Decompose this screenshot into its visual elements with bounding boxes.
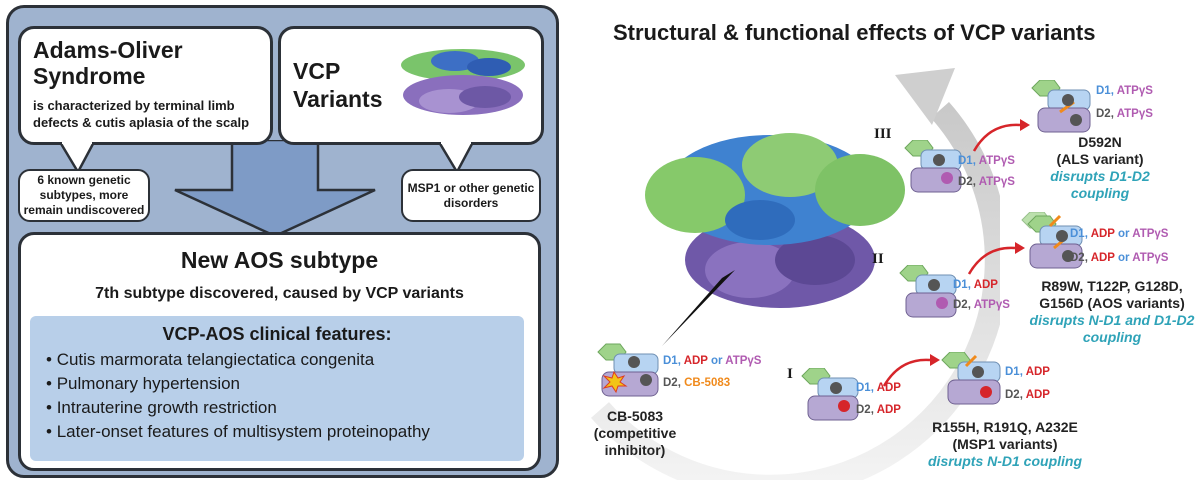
aos-callout-tail: [58, 142, 96, 175]
stage-ii-d2-label: D2, ATPγS: [953, 299, 1010, 311]
aos-title: Adams-Oliver Syndrome: [33, 37, 183, 89]
new-subtype-description: 7th subtype discovered, caused by VCP va…: [95, 285, 464, 302]
msp1-d1-label: D1, ADP: [1005, 366, 1050, 378]
msp1-d2-label: D2, ADP: [1005, 389, 1050, 401]
msp1-variants-effect: disrupts N-D1 coupling: [928, 453, 1082, 469]
aos-variants-d2-label: D2, ADP or ATPγS: [1070, 252, 1169, 264]
red-arrow-iii-icon: [972, 119, 1030, 152]
vcp-cartoon-stage-i: [801, 368, 859, 421]
feature-item: • Cutis marmorata telangiectatica congen…: [46, 350, 375, 369]
features-box: VCP-AOS clinical features: • Cutis marmo…: [30, 316, 524, 461]
stage-iii-label: III: [874, 126, 892, 142]
red-arrow-ii-icon: [967, 242, 1025, 275]
vcp-cartoon-msp1-variants: [941, 352, 1001, 405]
subtypes-callout: 6 known genetic subtypes, more remain un…: [18, 169, 150, 222]
vcp-cartoon-stage-ii: [899, 265, 957, 318]
aos-variants-d1-label: D1, ADP or ATPγS: [1070, 228, 1169, 240]
stage-ii-label: II: [872, 251, 884, 267]
vcp-cartoon-inhibitor: [597, 343, 659, 397]
aos-description: is characterized by terminal limb defect…: [33, 98, 250, 130]
vcp-structure-image: [401, 49, 525, 115]
stage-iii-d2-label: D2, ATPγS: [958, 176, 1015, 188]
feature-item: • Later-onset features of multisystem pr…: [46, 422, 430, 441]
aos-box: Adams-Oliver Syndrome is characterized b…: [18, 26, 273, 145]
msp1-variants-subtitle: (MSP1 variants): [952, 436, 1058, 452]
vcp-protein-structure: [645, 133, 905, 308]
feature-item: • Intrauterine growth restriction: [46, 398, 277, 417]
msp1-variants-name: R155H, R191Q, A232E: [932, 419, 1078, 435]
stage-i-label: I: [787, 366, 793, 382]
pointer-wedge: [662, 270, 735, 346]
d592n-d1-label: D1, ATPγS: [1096, 85, 1153, 97]
aos-variants-effect: disrupts N-D1 and D1-D2 coupling: [1029, 312, 1195, 345]
stage-i-d1-label: D1, ADP: [856, 382, 901, 394]
vcp-cartoon-aos-variants: [1021, 212, 1083, 269]
vcp-cartoon-stage-iii: [904, 140, 962, 193]
vcp-cartoon-d592n: [1031, 80, 1091, 133]
aos-variants-name: R89W, T122P, G128D, G156D (AOS variants): [1039, 278, 1185, 311]
vcp-box: VCP Variants: [278, 26, 544, 145]
other-disorders-callout: MSP1 or other genetic disorders: [401, 169, 541, 222]
d592n-variant-name: D592N: [1078, 134, 1122, 150]
down-arrow-icon: [174, 140, 376, 238]
d592n-variant-subtitle: (ALS variant): [1056, 151, 1144, 167]
vcp-callout-tail: [437, 142, 475, 175]
stage-iii-d1-label: D1, ATPγS: [958, 155, 1015, 167]
d592n-effect: disrupts D1-D2 coupling: [1050, 168, 1150, 201]
feature-item: • Pulmonary hypertension: [46, 374, 241, 393]
red-arrow-i-icon: [882, 354, 940, 387]
new-subtype-title: New AOS subtype: [180, 247, 379, 273]
right-panel-title: Structural & functional effects of VCP v…: [613, 20, 1096, 45]
inhibitor-description: (competitive inhibitor): [593, 425, 677, 458]
stage-ii-d1-label: D1, ADP: [953, 279, 998, 291]
features-title: VCP-AOS clinical features:: [162, 324, 392, 344]
stage-i-d2-label: D2, ADP: [856, 404, 901, 416]
inhibitor-name: CB-5083: [606, 408, 664, 424]
inhibitor-d2-label: D2, CB-5083: [663, 377, 731, 389]
inhibitor-d1-label: D1, ADP or ATPγS: [663, 355, 762, 367]
features-list: • Cutis marmorata telangiectatica congen…: [46, 348, 516, 444]
vcp-title: VCP Variants: [293, 58, 383, 112]
d592n-d2-label: D2, ATPγS: [1096, 108, 1153, 120]
cycle-arrow-icon: [591, 68, 1000, 480]
